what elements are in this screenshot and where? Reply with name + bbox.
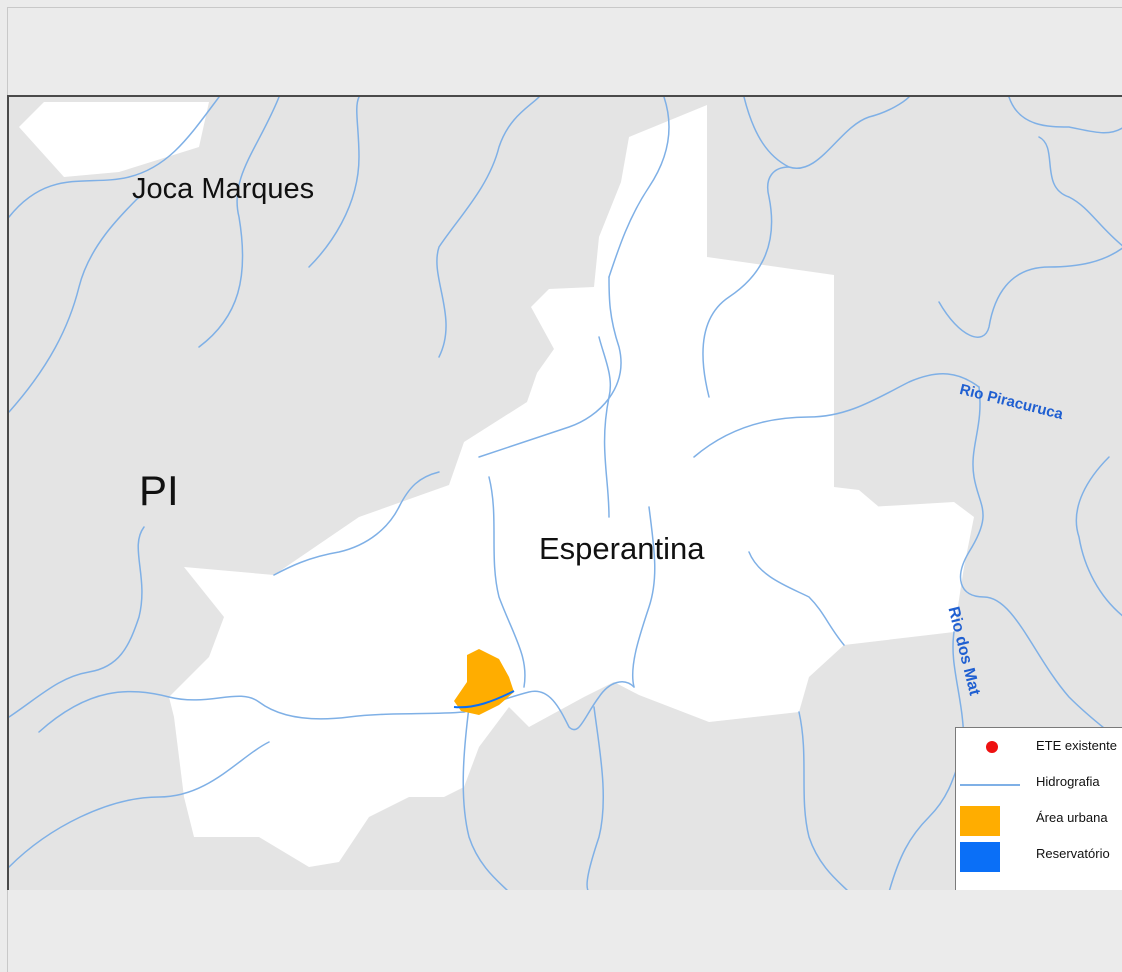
river-line <box>586 706 605 890</box>
state-label: PI <box>139 467 179 514</box>
legend-item-ete: ETE existente <box>956 730 1122 764</box>
ete-dot-icon <box>986 741 998 753</box>
river-line <box>631 506 656 688</box>
river-line <box>608 97 670 278</box>
river-line <box>748 551 845 646</box>
nw-municipality-area <box>19 102 209 177</box>
river-line <box>463 681 635 731</box>
legend-item-hidrografia: Hidrografia <box>956 766 1122 800</box>
esperantina-label: Esperantina <box>539 531 705 566</box>
esperantina-area[interactable] <box>169 105 974 867</box>
map-frame[interactable]: Joca Marques PI Esperantina Rio Piracuru… <box>7 95 1122 890</box>
joca-marques-label: Joca Marques <box>132 173 315 205</box>
river-line <box>38 690 465 733</box>
river-line <box>938 247 1122 338</box>
river-line <box>959 386 1122 746</box>
reservoir-fill-icon <box>960 842 1000 872</box>
legend-item-reservatorio: Reservatório <box>956 838 1122 872</box>
legend-item-area-urbana: Área urbana <box>956 802 1122 836</box>
river-line <box>888 746 965 890</box>
river-line <box>1008 97 1122 134</box>
river-network <box>9 97 1122 890</box>
map-legend: ETE existente Hidrografia Área urbana Re… <box>955 727 1122 890</box>
river-line <box>436 97 540 358</box>
legend-label: Reservatório <box>1036 846 1110 861</box>
urban-fill-icon <box>960 806 1000 836</box>
river-line <box>488 476 526 688</box>
river-line <box>9 526 145 718</box>
river-line <box>1038 136 1122 247</box>
river-line <box>9 741 270 868</box>
river-line <box>702 166 790 398</box>
river-line <box>308 97 360 268</box>
east-white-area <box>834 487 879 507</box>
legend-label: ETE existente <box>1036 738 1117 753</box>
map-canvas[interactable] <box>9 97 1122 890</box>
legend-label: Área urbana <box>1036 810 1108 825</box>
river-line-icon <box>960 784 1020 786</box>
river-line <box>462 706 509 890</box>
river-line <box>1075 456 1122 617</box>
river-line <box>598 336 611 518</box>
river-line <box>9 97 220 218</box>
river-line <box>693 373 980 458</box>
river-line <box>9 196 140 413</box>
river-line <box>273 471 440 576</box>
reservoir[interactable] <box>453 690 515 709</box>
river-line <box>798 711 849 890</box>
legend-label: Hidrografia <box>1036 774 1100 789</box>
river-line <box>478 276 622 458</box>
river-line <box>198 97 280 348</box>
river-line <box>743 97 910 170</box>
